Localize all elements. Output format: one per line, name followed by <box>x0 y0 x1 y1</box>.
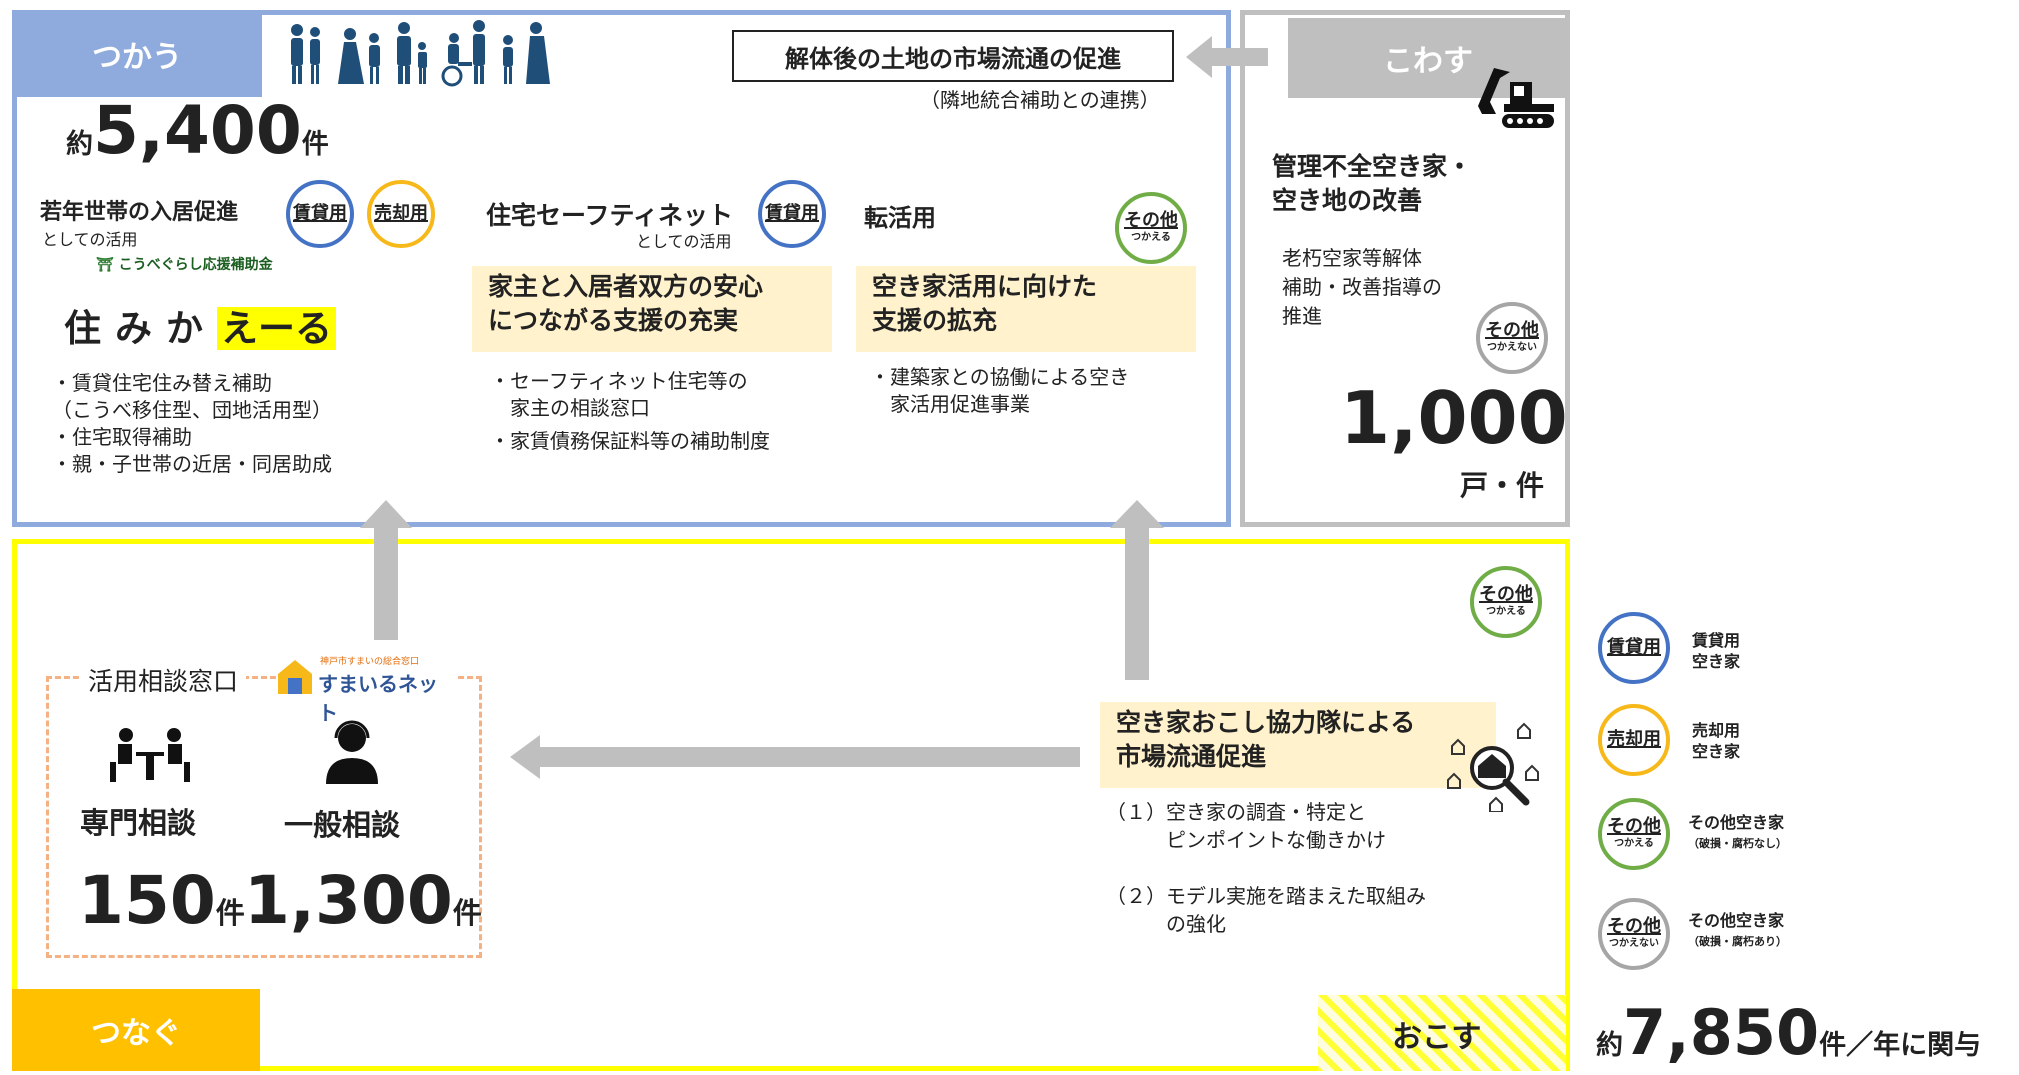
total-count: 約7,850件／年に関与 <box>1596 996 1982 1069</box>
person-icon <box>526 22 550 84</box>
use-tab: つかう <box>12 10 262 97</box>
legend-rent-badge: 賃貸用 <box>1598 612 1670 684</box>
left-arrow-icon <box>510 735 1080 779</box>
wake-tab-hatch <box>1318 995 1566 1071</box>
use-tab-label: つかう <box>92 39 182 75</box>
person-icon <box>310 27 320 84</box>
safety-net-list: ・セーフティネット住宅等の 家主の相談窓口・家賃債務保証料等の補助制度 <box>490 369 770 453</box>
rent-badge: 賃貸用 <box>286 180 354 248</box>
young-household-subtitle: としての活用 <box>42 230 138 249</box>
sumikaeru-logo: 住みかえーる <box>64 298 336 352</box>
connect-tab: つなぐ <box>12 989 260 1071</box>
market-note: （隣地統合補助との連携） <box>920 88 1160 112</box>
people-icon <box>291 20 550 87</box>
legend-other-usable-label: その他空き家（破損・腐朽なし） <box>1688 813 1787 850</box>
expert-consultation-count: 150件 <box>78 862 245 939</box>
safety-net-title: 住宅セーフティネット <box>486 201 734 230</box>
break-list: 老朽空家等解体補助・改善指導の推進 <box>1282 246 1442 328</box>
young-household-list: ・賃貸住宅住み替え補助（こうべ移住型、団地活用型）・住宅取得補助・親・子世帯の近… <box>52 371 332 476</box>
break-tab-label: こわす <box>1383 44 1473 79</box>
person-icon <box>291 24 303 84</box>
wake-highlight: 空き家おこし協力隊による市場流通促進 <box>1100 702 1496 788</box>
sale-badge: 売却用 <box>367 180 435 248</box>
legend-sale-label: 売却用空き家 <box>1692 721 1741 761</box>
headset-person-icon <box>326 720 378 784</box>
young-household-title: 若年世帯の入居促進 <box>40 200 239 225</box>
legend-sale-badge: 売却用 <box>1598 704 1670 776</box>
subsidy-logo: ⛩ こうべぐらし応援補助金 <box>96 257 273 273</box>
person-icon <box>418 42 427 84</box>
general-consultation-count: 1,300件 <box>244 862 482 939</box>
conversion-highlight: 空き家活用に向けた支援の拡充 <box>856 266 1196 352</box>
break-panel <box>1240 10 1570 527</box>
expert-consultation-icon <box>110 728 190 782</box>
safety-net-highlight: 家主と入居者双方の安心につながる支援の充実 <box>472 266 832 352</box>
connect-panel <box>12 539 1570 1071</box>
connect-tab-label: つなぐ <box>91 1016 181 1051</box>
rent-badge: 賃貸用 <box>758 180 826 248</box>
market-promotion-box: 解体後の土地の市場流通の促進 <box>732 30 1174 82</box>
other-usable-badge: その他つかえる <box>1115 192 1187 264</box>
legend-other-unusable-label: その他空き家（破損・腐朽あり） <box>1688 911 1787 948</box>
wake-tab-label: おこす <box>1392 1020 1482 1055</box>
legend-other-usable-badge: その他つかえる <box>1598 798 1670 870</box>
person-icon <box>503 35 513 84</box>
sumairu-net-logo: 神戸市すまいの総合窓口 すまいるネット <box>276 654 456 725</box>
person-icon <box>397 22 411 84</box>
other-unusable-badge: その他つかえない <box>1476 302 1548 374</box>
up-arrow-icon <box>1110 500 1164 680</box>
legend-other-unusable-badge: その他つかえない <box>1598 898 1670 970</box>
general-consultation-label: 一般相談 <box>284 808 401 842</box>
person-icon <box>473 20 485 84</box>
conversion-title: 転活用 <box>864 204 936 232</box>
break-count-unit: 戸・件 <box>1459 469 1544 502</box>
person-icon <box>338 28 364 84</box>
excavator-icon <box>1478 68 1554 128</box>
wheelchair-icon <box>441 33 472 87</box>
consultation-box <box>46 676 482 958</box>
house-icon <box>278 660 312 694</box>
wake-item-1: （１）空き家の調査・特定と ピンポイントな働きかけ <box>1106 800 1386 852</box>
house-search-icon <box>1447 722 1539 812</box>
left-arrow-icon <box>1186 36 1268 78</box>
wake-item-2: （２）モデル実施を踏まえた取組み の強化 <box>1106 884 1426 936</box>
up-arrow-icon <box>360 500 412 640</box>
legend-rent-label: 賃貸用空き家 <box>1692 631 1741 671</box>
expert-consultation-label: 専門相談 <box>80 806 197 840</box>
other-usable-badge: その他つかえる <box>1470 566 1542 638</box>
consultation-title: 活用相談窓口 <box>80 662 247 698</box>
person-icon <box>369 33 380 84</box>
safety-net-subtitle: としての活用 <box>636 232 732 251</box>
use-panel <box>12 10 1231 527</box>
conversion-list: ・建築家との協働による空き 家活用促進事業 <box>870 365 1130 416</box>
break-title: 管理不全空き家・空き地の改善 <box>1272 152 1473 215</box>
use-count: 約5,400件 <box>66 92 329 169</box>
break-count: 1,000 <box>1340 376 1568 460</box>
